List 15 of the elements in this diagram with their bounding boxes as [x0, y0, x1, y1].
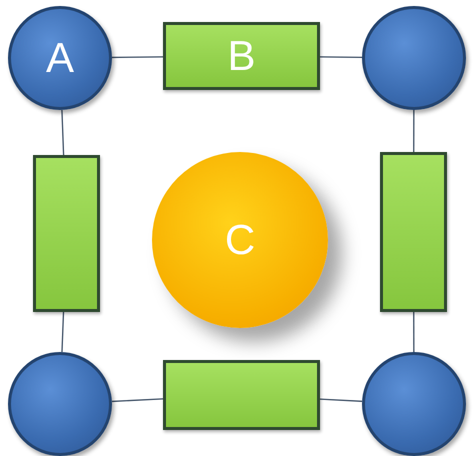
- node-letter: B: [227, 35, 256, 77]
- node-letter: C: [224, 219, 256, 261]
- rectangle-node: [163, 360, 320, 430]
- connector-line: [112, 56, 163, 58]
- connector-line: [112, 398, 164, 402]
- connector-line: [413, 110, 414, 152]
- connector-line: [320, 398, 362, 402]
- node-letter: A: [46, 37, 74, 79]
- connector-line: [413, 312, 414, 352]
- connector-line: [320, 56, 362, 58]
- connector-line: [61, 312, 64, 352]
- connector-line: [61, 110, 64, 156]
- rectangle-node: [33, 155, 100, 312]
- rectangle-node: [163, 22, 320, 90]
- rectangle-node: [380, 152, 447, 312]
